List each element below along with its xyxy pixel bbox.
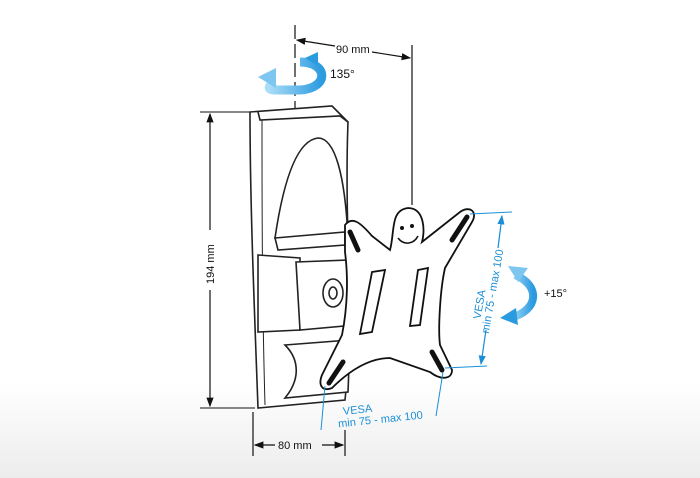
width-label: 80 mm: [278, 440, 312, 452]
tilt-label: +15°: [544, 288, 567, 300]
vesa-horizontal-title: VESA: [342, 403, 373, 418]
tilt-arrow-icon: [500, 266, 538, 325]
height-label: 194 mm: [205, 244, 217, 284]
width-dimension: 80 mm: [252, 412, 346, 456]
swivel-arrow-icon: [258, 52, 327, 95]
depth-dimension: 90 mm: [294, 25, 413, 205]
swivel-label: 135°: [330, 67, 355, 81]
depth-label: 90 mm: [336, 44, 370, 56]
vesa-plate: [319, 207, 475, 390]
height-dimension: 194 mm: [200, 111, 255, 409]
vesa-vertical-title: VESA: [472, 288, 489, 320]
